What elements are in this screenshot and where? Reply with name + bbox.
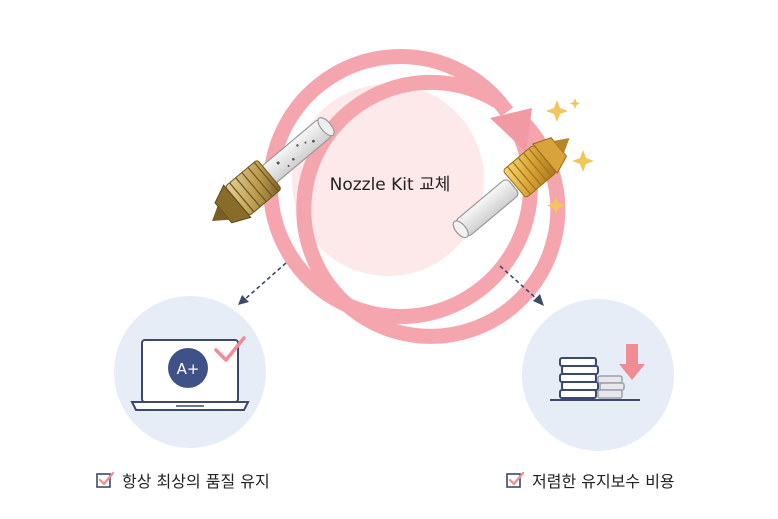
benefit-quality: 항상 최상의 품질 유지 — [96, 468, 270, 492]
sparkle-icon — [546, 100, 568, 122]
arrowhead-right — [533, 294, 544, 306]
dirty-nozzle-icon — [212, 117, 335, 224]
sparkle-icon — [570, 98, 580, 109]
dashed-arrow-left — [243, 262, 287, 301]
arrowhead-left — [238, 295, 249, 305]
cycle-arrowhead — [490, 108, 532, 152]
down-arrow-icon — [619, 344, 645, 380]
new-nozzle-icon — [452, 137, 570, 239]
checkbox-icon — [506, 471, 524, 488]
benefit-cost: 저렴한 유지보수 비용 — [506, 468, 675, 492]
checkmark-icon — [214, 336, 246, 362]
cost-icon-circle — [522, 299, 674, 451]
inner-circle — [292, 84, 484, 276]
cycle-arrow-ring — [262, 49, 538, 324]
dashed-arrow-right — [499, 265, 539, 301]
benefit-quality-label: 항상 최상의 품질 유지 — [122, 472, 270, 491]
grade-badge-label: A+ — [177, 360, 200, 378]
sparkle-icon — [572, 150, 594, 172]
grade-badge — [168, 348, 208, 388]
sparkle-icon — [547, 197, 565, 214]
benefit-cost-label: 저렴한 유지보수 비용 — [532, 472, 675, 491]
center-label: Nozzle Kit 교체 — [329, 175, 451, 195]
coin-stack-icon — [550, 357, 640, 401]
checkbox-icon — [96, 471, 114, 488]
